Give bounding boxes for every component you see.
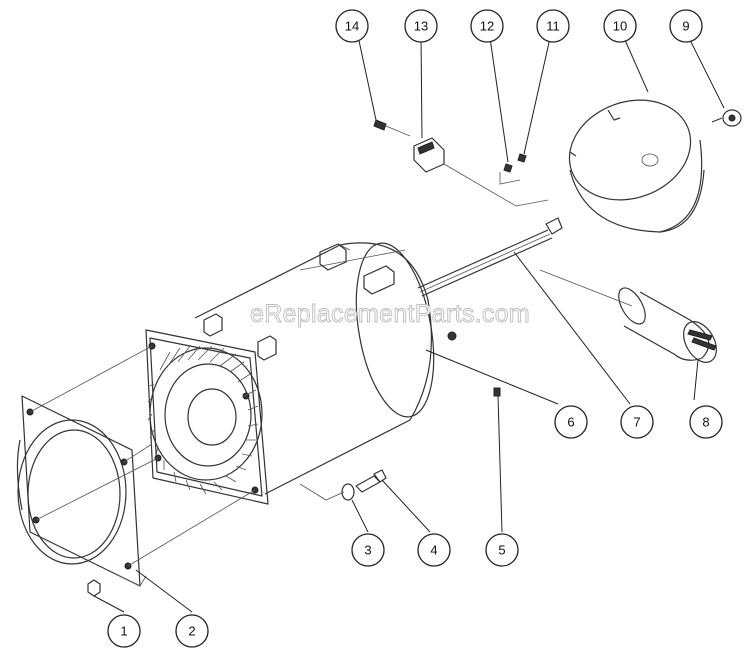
callout-label: 2 <box>188 624 195 639</box>
callout-1: 1 <box>107 614 141 648</box>
washer-screw <box>447 331 457 341</box>
callout-3: 3 <box>351 533 385 567</box>
callout-10: 10 <box>603 9 637 43</box>
callout-label: 4 <box>430 543 437 558</box>
callout-label: 9 <box>682 19 689 34</box>
callout-6: 6 <box>554 405 588 439</box>
callout-7: 7 <box>620 405 654 439</box>
callout-label: 10 <box>613 19 627 34</box>
callout-13: 13 <box>404 9 438 43</box>
terminal-connector <box>413 137 445 173</box>
callout-label: 5 <box>498 543 505 558</box>
callout-2: 2 <box>175 614 209 648</box>
callout-4: 4 <box>417 533 451 567</box>
callout-12: 12 <box>470 9 504 43</box>
callout-label: 3 <box>364 543 371 558</box>
motor-housing <box>194 242 435 495</box>
washer-and-bolt <box>299 469 387 501</box>
callout-8: 8 <box>689 405 723 439</box>
capacitor <box>539 269 717 363</box>
leader-lines <box>93 35 725 613</box>
callout-label: 12 <box>480 19 494 34</box>
end-bell-flange <box>145 329 269 505</box>
callout-label: 1 <box>120 624 127 639</box>
callout-label: 11 <box>546 19 560 34</box>
hex-nut <box>87 579 101 597</box>
terminal-screws <box>503 153 527 173</box>
through-bolts <box>417 217 563 297</box>
callout-5: 5 <box>485 533 519 567</box>
callout-11: 11 <box>536 9 570 43</box>
assembly-guide-lines <box>29 345 256 567</box>
callout-label: 7 <box>633 415 640 430</box>
mounting-ring <box>16 395 147 587</box>
end-cover <box>568 99 705 233</box>
wire-path <box>443 163 549 207</box>
terminal-blocks <box>203 243 395 361</box>
watermark-text: eReplacementParts.com <box>250 300 530 328</box>
small-screw <box>373 119 411 137</box>
cover-screw <box>711 109 742 127</box>
callout-9: 9 <box>669 9 703 43</box>
ground-screw <box>493 387 501 397</box>
callout-14: 14 <box>335 9 369 43</box>
callout-label: 6 <box>567 415 574 430</box>
callout-label: 13 <box>414 19 428 34</box>
callout-label: 8 <box>702 415 709 430</box>
callout-label: 14 <box>345 19 359 34</box>
